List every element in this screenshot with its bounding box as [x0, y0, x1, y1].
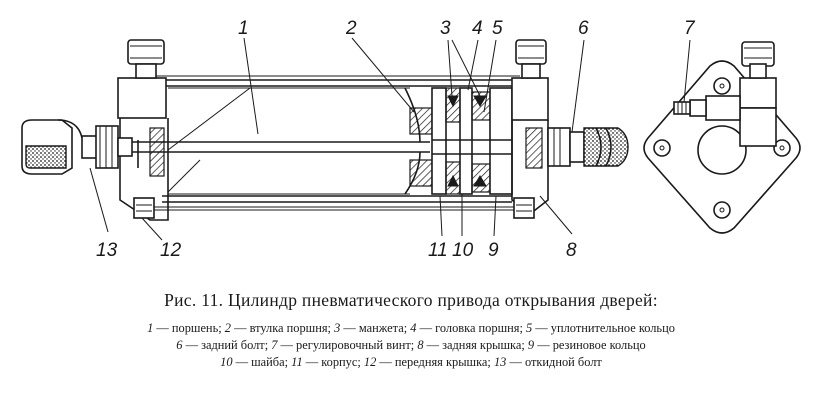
legend-num: 12	[363, 355, 377, 369]
legend-num: 2	[224, 321, 231, 335]
legend-text: поршень	[171, 321, 219, 335]
legend-text: корпус	[321, 355, 358, 369]
legend-num: 10	[220, 355, 233, 369]
callout-3: 3	[440, 18, 451, 39]
side-view	[21, 39, 629, 221]
leader-lines	[89, 37, 691, 241]
legend-text: задний болт	[201, 338, 265, 352]
callout-13: 13	[96, 240, 118, 261]
legend-num: 8	[417, 338, 424, 352]
callout-2: 2	[345, 18, 357, 39]
legend-num: 11	[291, 355, 303, 369]
legend-num: 5	[525, 321, 533, 335]
piston-rod	[132, 87, 430, 195]
callout-7: 7	[684, 18, 696, 39]
legend-num: 7	[271, 338, 278, 352]
legend-text: втулка поршня	[249, 321, 328, 335]
callout-4: 4	[472, 18, 483, 39]
front-cover	[117, 39, 169, 221]
callout-12: 12	[160, 240, 182, 261]
piston-assembly	[409, 87, 513, 195]
rear-bolt	[547, 127, 629, 167]
legend-text: резиновое кольцо	[552, 338, 646, 352]
legend-num: 1	[147, 321, 154, 335]
end-view	[643, 41, 801, 234]
legend-text: откидной болт	[524, 355, 602, 369]
cylinder-drawing: 1 2 3 4 5 6 7 8 9 10 11 12 13	[21, 18, 801, 261]
figure-legend: 1 — поршень; 2 — втулка поршня; 3 — манж…	[18, 320, 804, 371]
legend-num: 9	[527, 338, 535, 352]
callout-11: 11	[428, 240, 448, 261]
callout-8: 8	[566, 240, 577, 261]
legend-text: передняя крышка	[394, 355, 488, 369]
legend-text: манжета	[358, 321, 404, 335]
legend-text: регулировочный винт	[296, 338, 411, 352]
legend-num: 6	[176, 338, 183, 352]
callout-6: 6	[578, 18, 589, 39]
legend-text: задняя крышка	[442, 338, 522, 352]
legend-num: 3	[334, 321, 341, 335]
callout-5: 5	[492, 18, 503, 39]
legend-text: шайба	[251, 355, 285, 369]
callout-labels: 1 2 3 4 5 6 7 8 9 10 11 12 13	[96, 18, 696, 261]
figure-caption-title: Рис. 11. Цилиндр пневматического привода…	[164, 290, 658, 310]
legend-line-2: 6 — задний болт; 7 — регулировочный винт…	[176, 338, 646, 352]
legend-line-1: 1 — поршень; 2 — втулка поршня; 3 — манж…	[147, 321, 675, 335]
legend-num: 13	[493, 355, 507, 369]
callout-9: 9	[488, 240, 499, 261]
callout-10: 10	[452, 240, 474, 261]
callout-1: 1	[238, 18, 249, 39]
cylinder-body	[150, 75, 520, 211]
rear-cover	[511, 39, 549, 219]
legend-line-3: 10 — шайба; 11 — корпус; 12 — передняя к…	[220, 355, 602, 369]
legend-num: 4	[410, 321, 417, 335]
legend-text: уплотнительное кольцо	[550, 321, 675, 335]
legend-text: головка поршня	[435, 321, 520, 335]
tilting-bolt	[21, 119, 133, 175]
